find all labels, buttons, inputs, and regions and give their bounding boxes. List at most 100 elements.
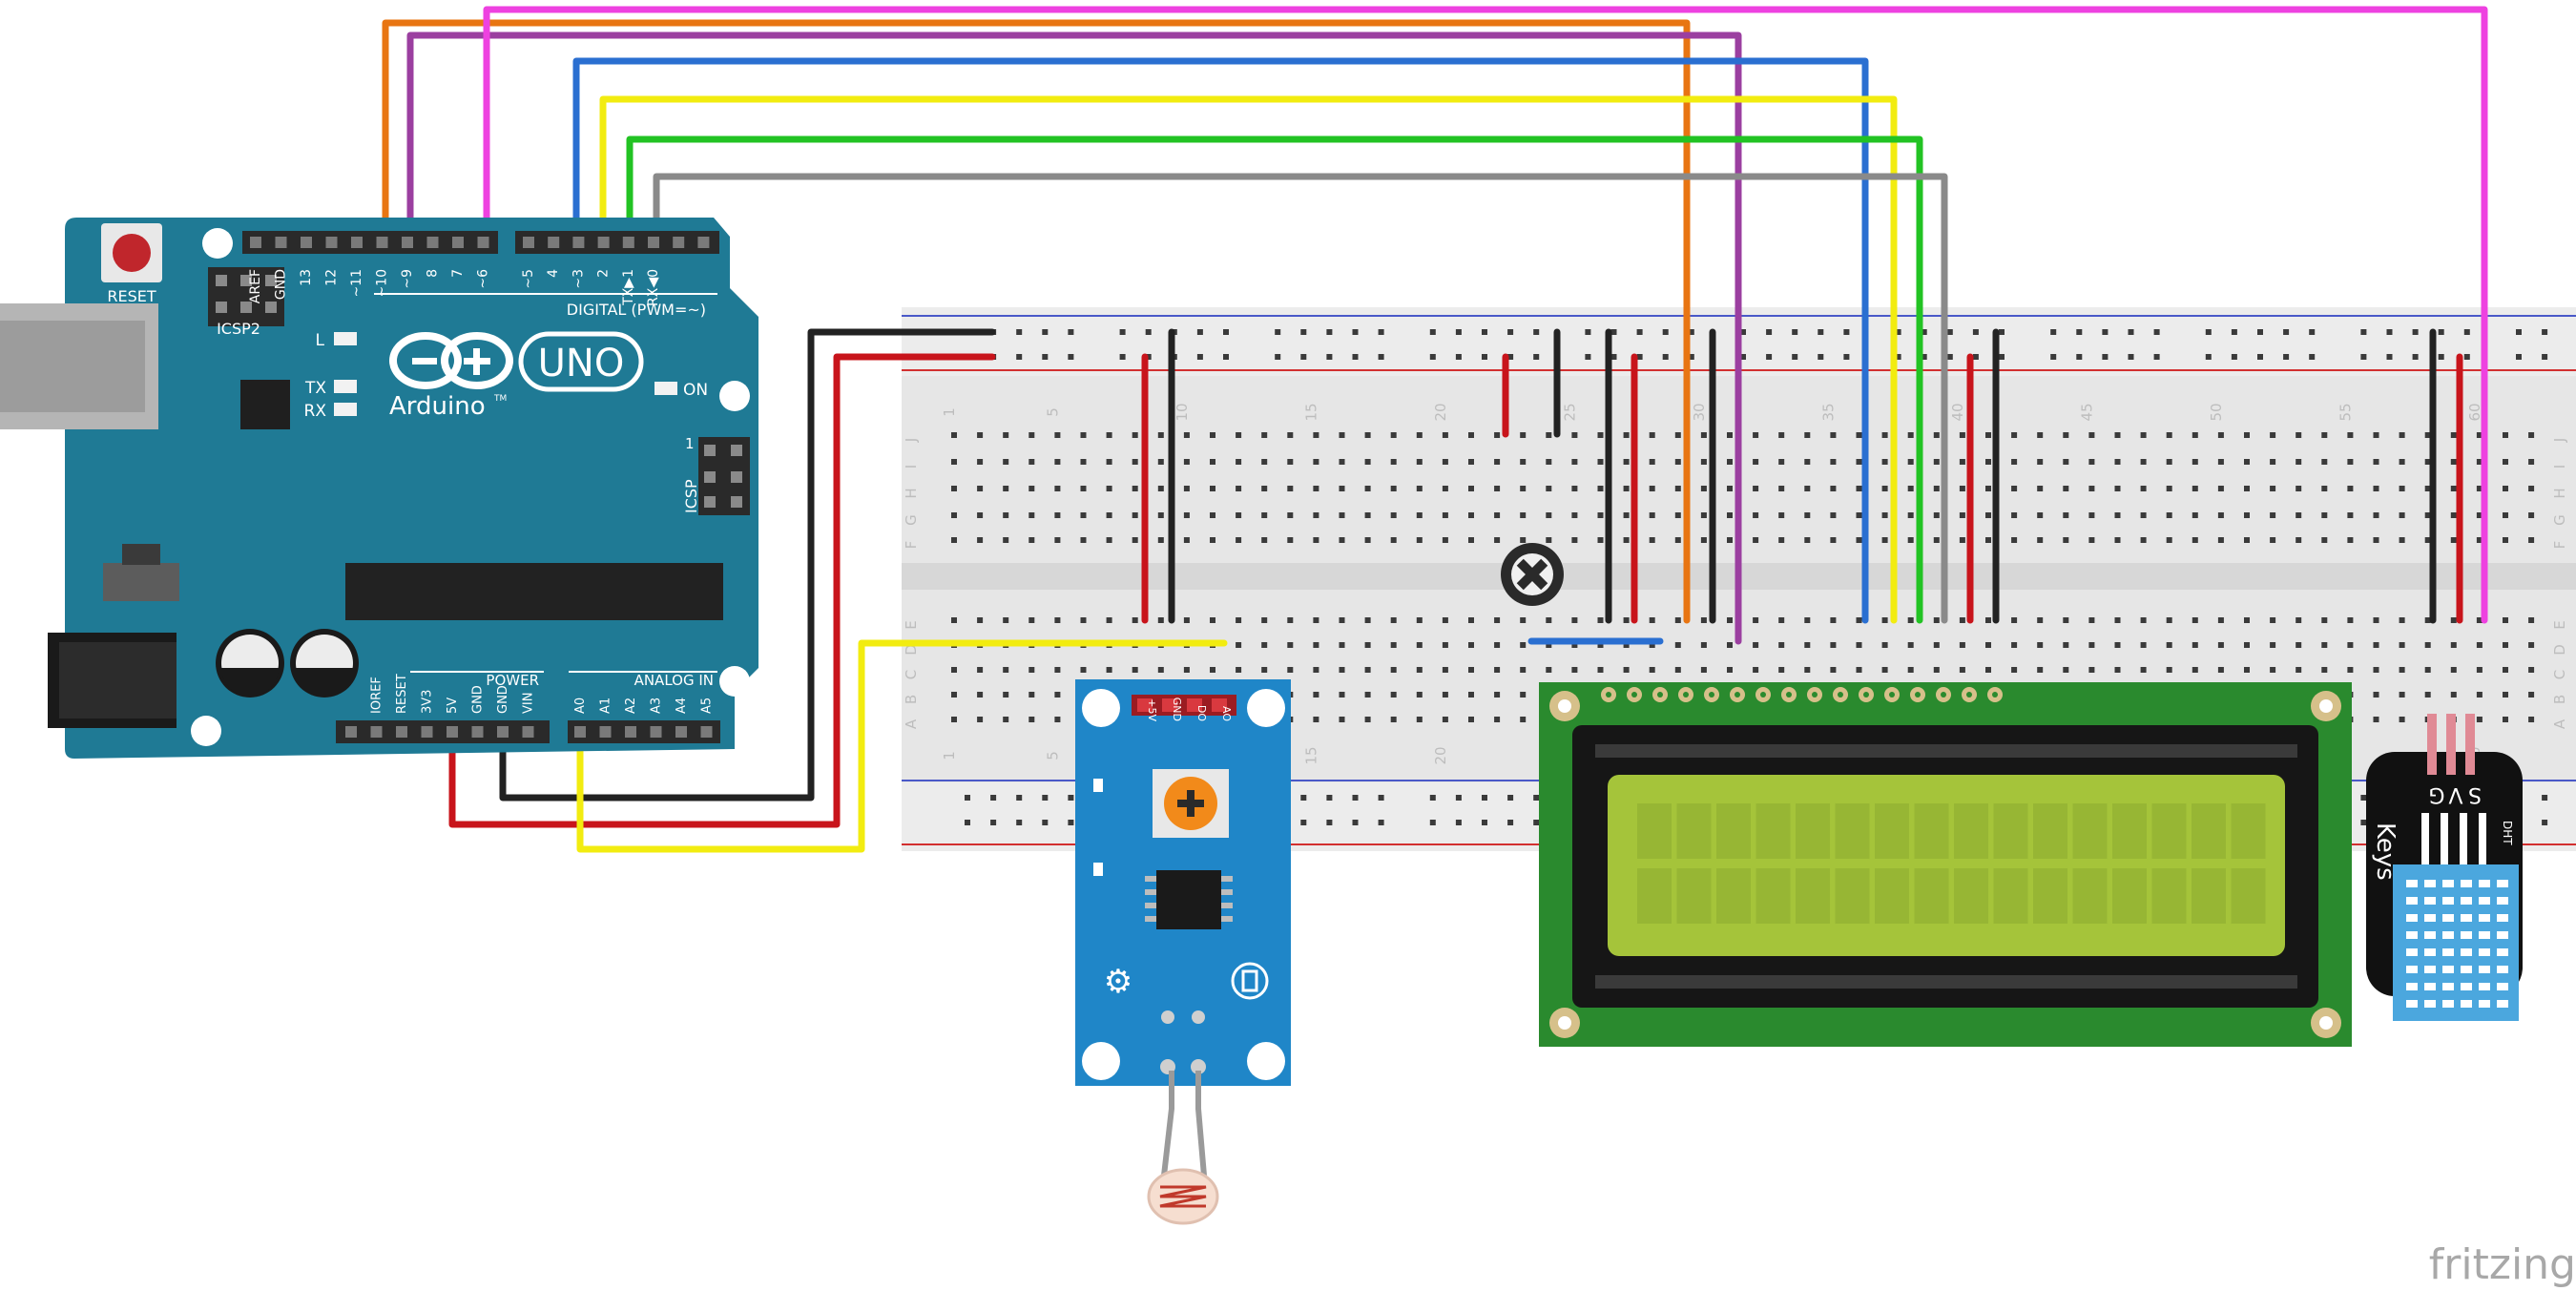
dht-header-pins: [2427, 714, 2475, 775]
digital-pin-label: ~11: [349, 269, 364, 298]
arduino-logo: [389, 331, 644, 392]
voltage-regulator: [103, 563, 179, 601]
wire-yellow-a0: [576, 639, 1228, 853]
digital-header: [242, 231, 719, 254]
power-pin-label: RESET: [395, 674, 409, 714]
analog-pin-label: A1: [599, 698, 613, 714]
dht-chip-label: DHT: [2501, 821, 2514, 845]
breadboard-column-number: 55: [2337, 403, 2354, 421]
wires: [382, 6, 2488, 853]
tm-label: TM: [493, 394, 507, 404]
wire-purple: [406, 31, 1742, 645]
uno-label: UNO: [538, 342, 625, 385]
breadboard-row-letter: B: [2551, 695, 2568, 704]
digital-pin-label: 8: [426, 269, 441, 278]
breadboard-row-letter: H: [2551, 488, 2568, 498]
l-label: L: [316, 331, 325, 350]
photoresistor: [1147, 1168, 1219, 1225]
on-label: ON: [683, 381, 708, 400]
digital-pin-label: RX◀0: [646, 269, 661, 306]
breadboard-column-number: 15: [1302, 403, 1319, 421]
dht-sensor-leads: [2421, 813, 2486, 866]
power-label: POWER: [486, 672, 539, 689]
digital-pin-label: ~9: [400, 269, 415, 289]
breadboard-column-number: 45: [2078, 403, 2095, 421]
gear-icon: ⚙: [1104, 963, 1132, 1001]
wire-gray: [653, 173, 1948, 624]
breadboard-column-number: 20: [1432, 403, 1449, 421]
breadboard-row-letter: E: [903, 620, 920, 629]
analog-pin-label: A3: [650, 698, 664, 714]
digital-label: DIGITAL (PWM=~): [567, 301, 706, 319]
brand-label: Arduino: [389, 392, 486, 421]
breadboard-row-letter: F: [2551, 541, 2568, 550]
breadboard-column-number: 1: [941, 407, 958, 417]
rx-label: RX: [304, 402, 327, 421]
breadboard-column-number: 50: [2208, 403, 2225, 421]
icsp-pin1-label: 1: [685, 435, 695, 452]
analog-pin-label: A0: [573, 698, 588, 714]
breadboard-column-number: 25: [1561, 403, 1578, 421]
ldr-pin-label: DO: [1195, 705, 1208, 721]
tx-label: TX: [304, 379, 326, 398]
breadboard-row-letter: A: [2551, 718, 2568, 729]
microcontroller-chip: [345, 563, 723, 620]
breadboard-row-letter: F: [903, 541, 920, 550]
analog-pin-label: A2: [624, 698, 638, 714]
digital-pin-label: ~5: [521, 269, 536, 289]
breadboard-row-letter: D: [2551, 644, 2568, 656]
lcd-character-cells: [1637, 803, 2266, 924]
breadboard-row-letter: I: [903, 465, 920, 469]
reset-button[interactable]: [101, 223, 162, 282]
ldr-pin-label: +5V: [1146, 698, 1158, 721]
wire-red-5v: [448, 353, 996, 828]
breadboard-column-number: 15: [1302, 746, 1319, 764]
wire-black-gnd: [499, 328, 996, 802]
led-on: [654, 382, 677, 395]
led-tx: [334, 380, 357, 393]
capacitor-1: [216, 629, 284, 698]
power-pin-label: GND: [471, 685, 486, 714]
ldr-pin-label: GND: [1171, 698, 1183, 721]
sensor-icon: [1231, 962, 1269, 1000]
breadboard-row-letter: J: [2551, 438, 2568, 443]
breadboard-column-number: 30: [1691, 403, 1708, 421]
dht-pin-labels: SVG: [2428, 782, 2482, 806]
breadboard-row-letter: G: [2551, 514, 2568, 526]
power-header: [336, 720, 720, 743]
analog-pin-label: A4: [675, 698, 689, 714]
ldr-module-header: [1132, 695, 1236, 716]
breadboard-row-letter: A: [903, 718, 920, 729]
wire-magenta: [483, 6, 2488, 624]
breadboard-column-number: 5: [1044, 407, 1061, 417]
dht-pin-label: G: [2428, 782, 2444, 806]
wire-orange: [382, 19, 1691, 624]
wire-yellow: [599, 95, 1898, 624]
breadboard-column-number: 60: [2466, 403, 2483, 421]
led-l: [334, 332, 357, 345]
icsp-header: [698, 437, 750, 515]
ldr-module-pads: [1160, 1010, 1206, 1074]
usb-chip: [240, 380, 290, 429]
analog-label: ANALOG IN: [634, 672, 714, 689]
digital-pin-label: 2: [596, 269, 612, 278]
digital-pin-label: TX▶1: [621, 269, 636, 306]
breadboard-column-number: 35: [1819, 403, 1837, 421]
digital-pin-label: GND: [274, 269, 289, 300]
digital-pin-label: ~10: [375, 269, 390, 298]
breadboard-row-letter: J: [903, 438, 920, 443]
capacitor-2: [290, 629, 359, 698]
digital-pin-label: 4: [546, 269, 561, 278]
dht-pin-label: S: [2468, 782, 2482, 806]
wire-blue: [572, 57, 1869, 624]
digital-pin-label: ~6: [476, 269, 491, 289]
breadboard-row-letter: I: [2551, 465, 2568, 469]
breadboard-column-number: 1: [941, 751, 958, 760]
lcd-16x2-display: [1539, 682, 2352, 1047]
breadboard-column-number: 10: [1174, 403, 1191, 421]
